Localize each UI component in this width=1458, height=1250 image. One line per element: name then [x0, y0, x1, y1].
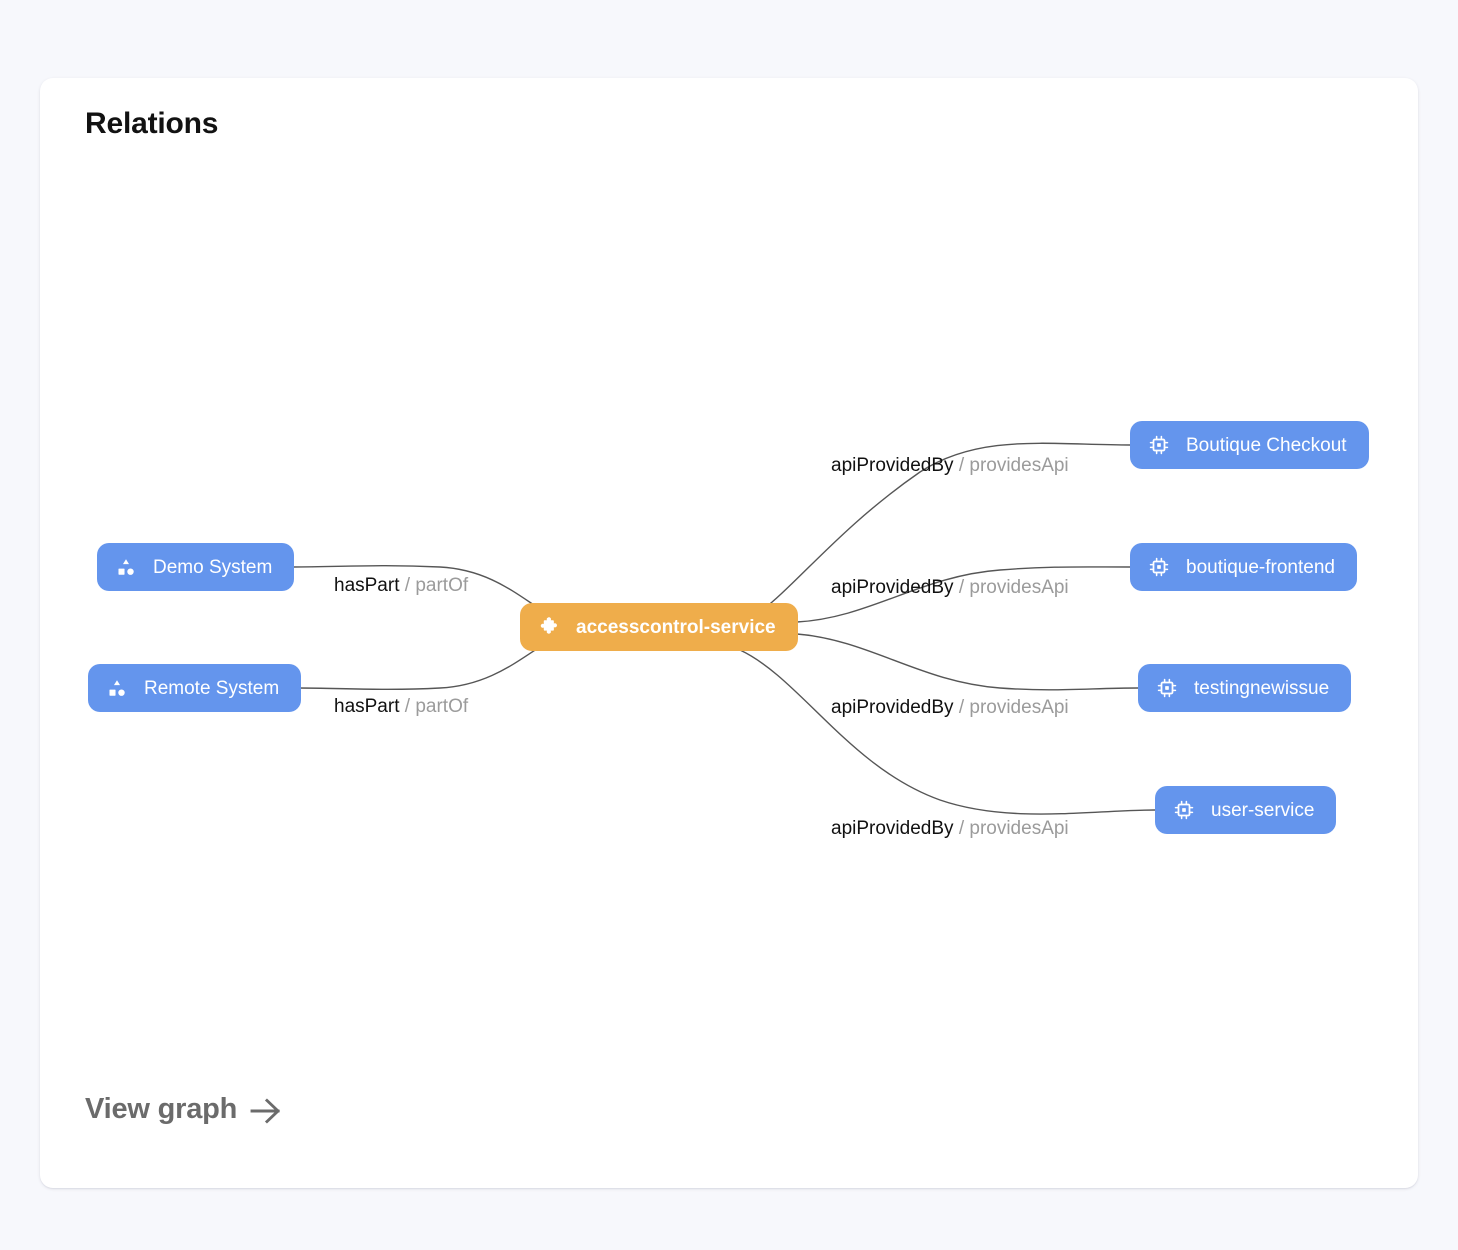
edge-label-separator: /	[958, 455, 970, 476]
edge-label-forward: apiProvidedBy	[831, 818, 954, 839]
edge-label-forward: apiProvidedBy	[831, 455, 954, 476]
graph-node-accesscontrol-service[interactable]: accesscontrol-service	[520, 603, 798, 651]
graph-node-label: Remote System	[144, 677, 280, 699]
graph-node-label: boutique-frontend	[1186, 556, 1335, 578]
edge-path-testingnewissue	[796, 633, 1139, 691]
graph-node-label: Boutique Checkout	[1186, 434, 1347, 456]
graph-node-testingnewissue[interactable]: testingnewissue	[1138, 664, 1352, 712]
edge-label-separator: /	[958, 818, 970, 839]
edge-label-forward: apiProvidedBy	[831, 577, 954, 598]
graph-node-label: user-service	[1211, 799, 1315, 821]
edge-label-reverse: partOf	[415, 575, 469, 596]
edge-label-reverse: partOf	[415, 696, 469, 717]
edge-label-boutique-frontend: apiProvidedBy / providesApi	[831, 578, 1069, 597]
view-graph-link[interactable]: View graph	[85, 1093, 283, 1126]
edge-label-demo-system: hasPart / partOf	[334, 576, 468, 595]
graph-node-label: accesscontrol-service	[576, 616, 776, 638]
cpu-chip-icon	[1156, 677, 1178, 699]
page-title: Relations	[85, 107, 219, 140]
graph-node-label: Demo System	[153, 556, 273, 578]
graph-node-boutique-frontend[interactable]: boutique-frontend	[1130, 543, 1357, 591]
graph-node-boutique-checkout[interactable]: Boutique Checkout	[1130, 421, 1369, 469]
edge-label-reverse: providesApi	[969, 577, 1069, 598]
system-shapes-icon	[106, 677, 128, 699]
edge-label-remote-system: hasPart / partOf	[334, 697, 468, 716]
edge-label-separator: /	[958, 577, 970, 598]
graph-node-remote-system[interactable]: Remote System	[88, 664, 302, 712]
edge-label-testingnewissue: apiProvidedBy / providesApi	[831, 698, 1069, 717]
system-shapes-icon	[115, 556, 137, 578]
graph-node-label: testingnewissue	[1194, 677, 1330, 699]
arrow-right-icon	[249, 1096, 283, 1126]
edge-label-forward: apiProvidedBy	[831, 697, 954, 718]
edge-label-separator: /	[404, 575, 416, 596]
edge-label-reverse: providesApi	[969, 455, 1069, 476]
graph-node-demo-system[interactable]: Demo System	[97, 543, 295, 591]
edge-label-separator: /	[404, 696, 416, 717]
edge-label-separator: /	[958, 697, 970, 718]
puzzle-piece-icon	[538, 616, 560, 638]
edge-label-reverse: providesApi	[969, 818, 1069, 839]
relations-card: Relations accesscontrol-service	[40, 78, 1418, 1188]
relations-graph[interactable]: accesscontrol-service Demo System	[40, 78, 1418, 1188]
edge-label-reverse: providesApi	[969, 697, 1069, 718]
edge-label-user-service: apiProvidedBy / providesApi	[831, 819, 1069, 838]
edge-label-forward: hasPart	[334, 696, 400, 717]
graph-node-user-service[interactable]: user-service	[1155, 786, 1337, 834]
cpu-chip-icon	[1148, 556, 1170, 578]
view-graph-label: View graph	[85, 1093, 238, 1125]
edge-label-forward: hasPart	[334, 575, 400, 596]
edge-label-boutique-checkout: apiProvidedBy / providesApi	[831, 456, 1069, 475]
cpu-chip-icon	[1173, 799, 1195, 821]
cpu-chip-icon	[1148, 434, 1170, 456]
edge-path-user-service	[739, 649, 1156, 815]
